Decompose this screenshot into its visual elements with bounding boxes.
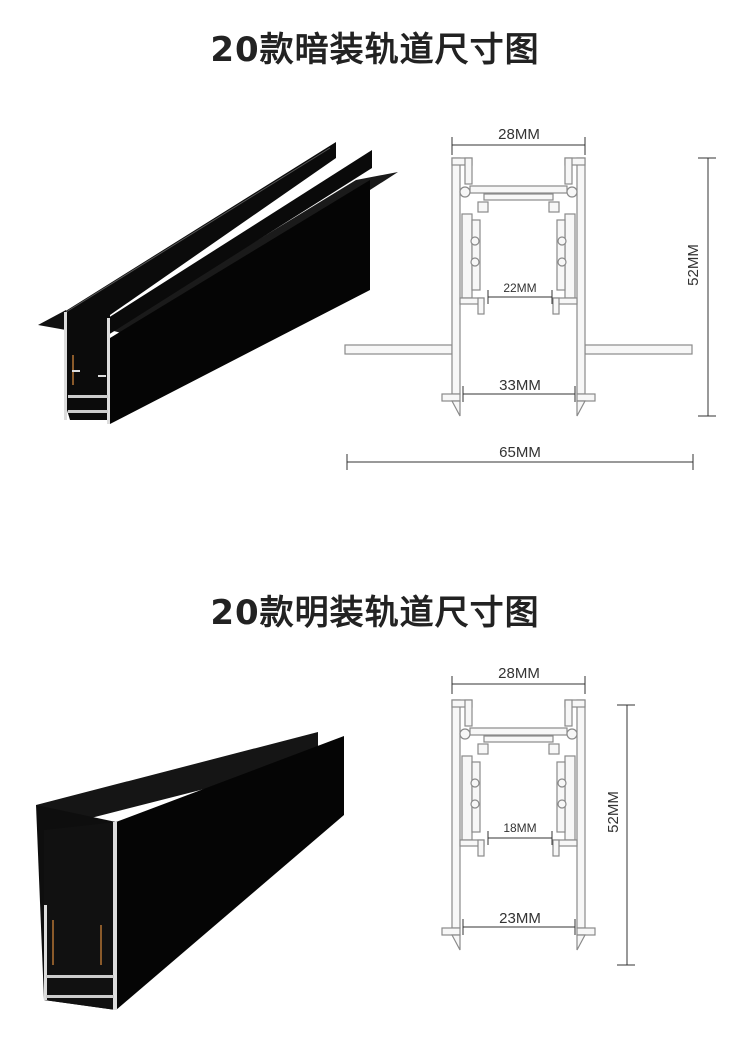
profile-part <box>576 393 596 402</box>
profile-part <box>576 934 586 951</box>
recessed-top-width-label: 28MM <box>498 126 540 143</box>
profile-part <box>461 213 473 299</box>
profile-part <box>344 344 453 355</box>
profile-part <box>557 236 567 246</box>
profile-part <box>461 755 473 841</box>
profile-part <box>451 157 461 395</box>
profile-part <box>556 761 566 833</box>
surface-track-product-image <box>36 732 344 1010</box>
recessed-opening-width-label: 33MM <box>499 377 541 394</box>
profile-part <box>464 699 473 727</box>
profile-part <box>576 400 586 417</box>
profile-part <box>471 761 481 833</box>
profile-part <box>552 839 560 857</box>
profile-part <box>471 219 481 291</box>
profile-part <box>564 755 576 841</box>
recessed-track-title: 20款暗装轨道尺寸图 <box>210 30 540 70</box>
surface-track-title: 20款明装轨道尺寸图 <box>210 593 540 633</box>
profile-part <box>552 297 560 315</box>
profile-part <box>470 778 480 788</box>
profile-part <box>451 699 461 929</box>
surface-opening-width-label: 23MM <box>499 910 541 927</box>
profile-part <box>557 257 567 267</box>
profile-part <box>477 297 485 315</box>
profile-part <box>566 186 578 198</box>
profile-part <box>459 186 471 198</box>
profile-part <box>548 743 560 755</box>
profile-part <box>566 728 578 740</box>
profile-part <box>483 735 554 743</box>
profile-part <box>564 699 573 727</box>
profile-part <box>470 799 480 809</box>
surface-top-width-label: 28MM <box>498 665 540 682</box>
profile-part <box>564 157 573 185</box>
profile-part <box>576 927 596 936</box>
profile-part <box>576 699 586 929</box>
profile-part <box>556 219 566 291</box>
profile-part <box>441 927 461 936</box>
surface-dimension-lines <box>451 676 635 966</box>
recessed-track-cross-section <box>344 157 693 417</box>
surface-height-label: 52MM <box>605 791 622 833</box>
recessed-track-product-image <box>38 142 398 424</box>
profile-part <box>548 201 560 213</box>
profile-part <box>477 201 489 213</box>
profile-part <box>584 344 693 355</box>
recessed-inner-width-label: 22MM <box>503 281 536 295</box>
profile-part <box>564 213 576 299</box>
recessed-height-label: 52MM <box>685 244 702 286</box>
profile-part <box>470 236 480 246</box>
profile-part <box>469 727 568 736</box>
profile-part <box>451 934 461 951</box>
profile-part <box>483 193 554 201</box>
profile-part <box>451 400 461 417</box>
profile-part <box>469 185 568 194</box>
recessed-flange-width-label: 65MM <box>499 444 541 461</box>
profile-part <box>464 157 473 185</box>
profile-part <box>557 799 567 809</box>
profile-part <box>470 257 480 267</box>
surface-track-cross-section <box>441 699 596 951</box>
profile-part <box>576 157 586 395</box>
profile-part <box>477 743 489 755</box>
recessed-dimension-lines <box>346 137 716 470</box>
profile-part <box>557 778 567 788</box>
profile-part <box>477 839 485 857</box>
profile-part <box>459 728 471 740</box>
profile-part <box>441 393 461 402</box>
surface-inner-width-label: 18MM <box>503 821 536 835</box>
